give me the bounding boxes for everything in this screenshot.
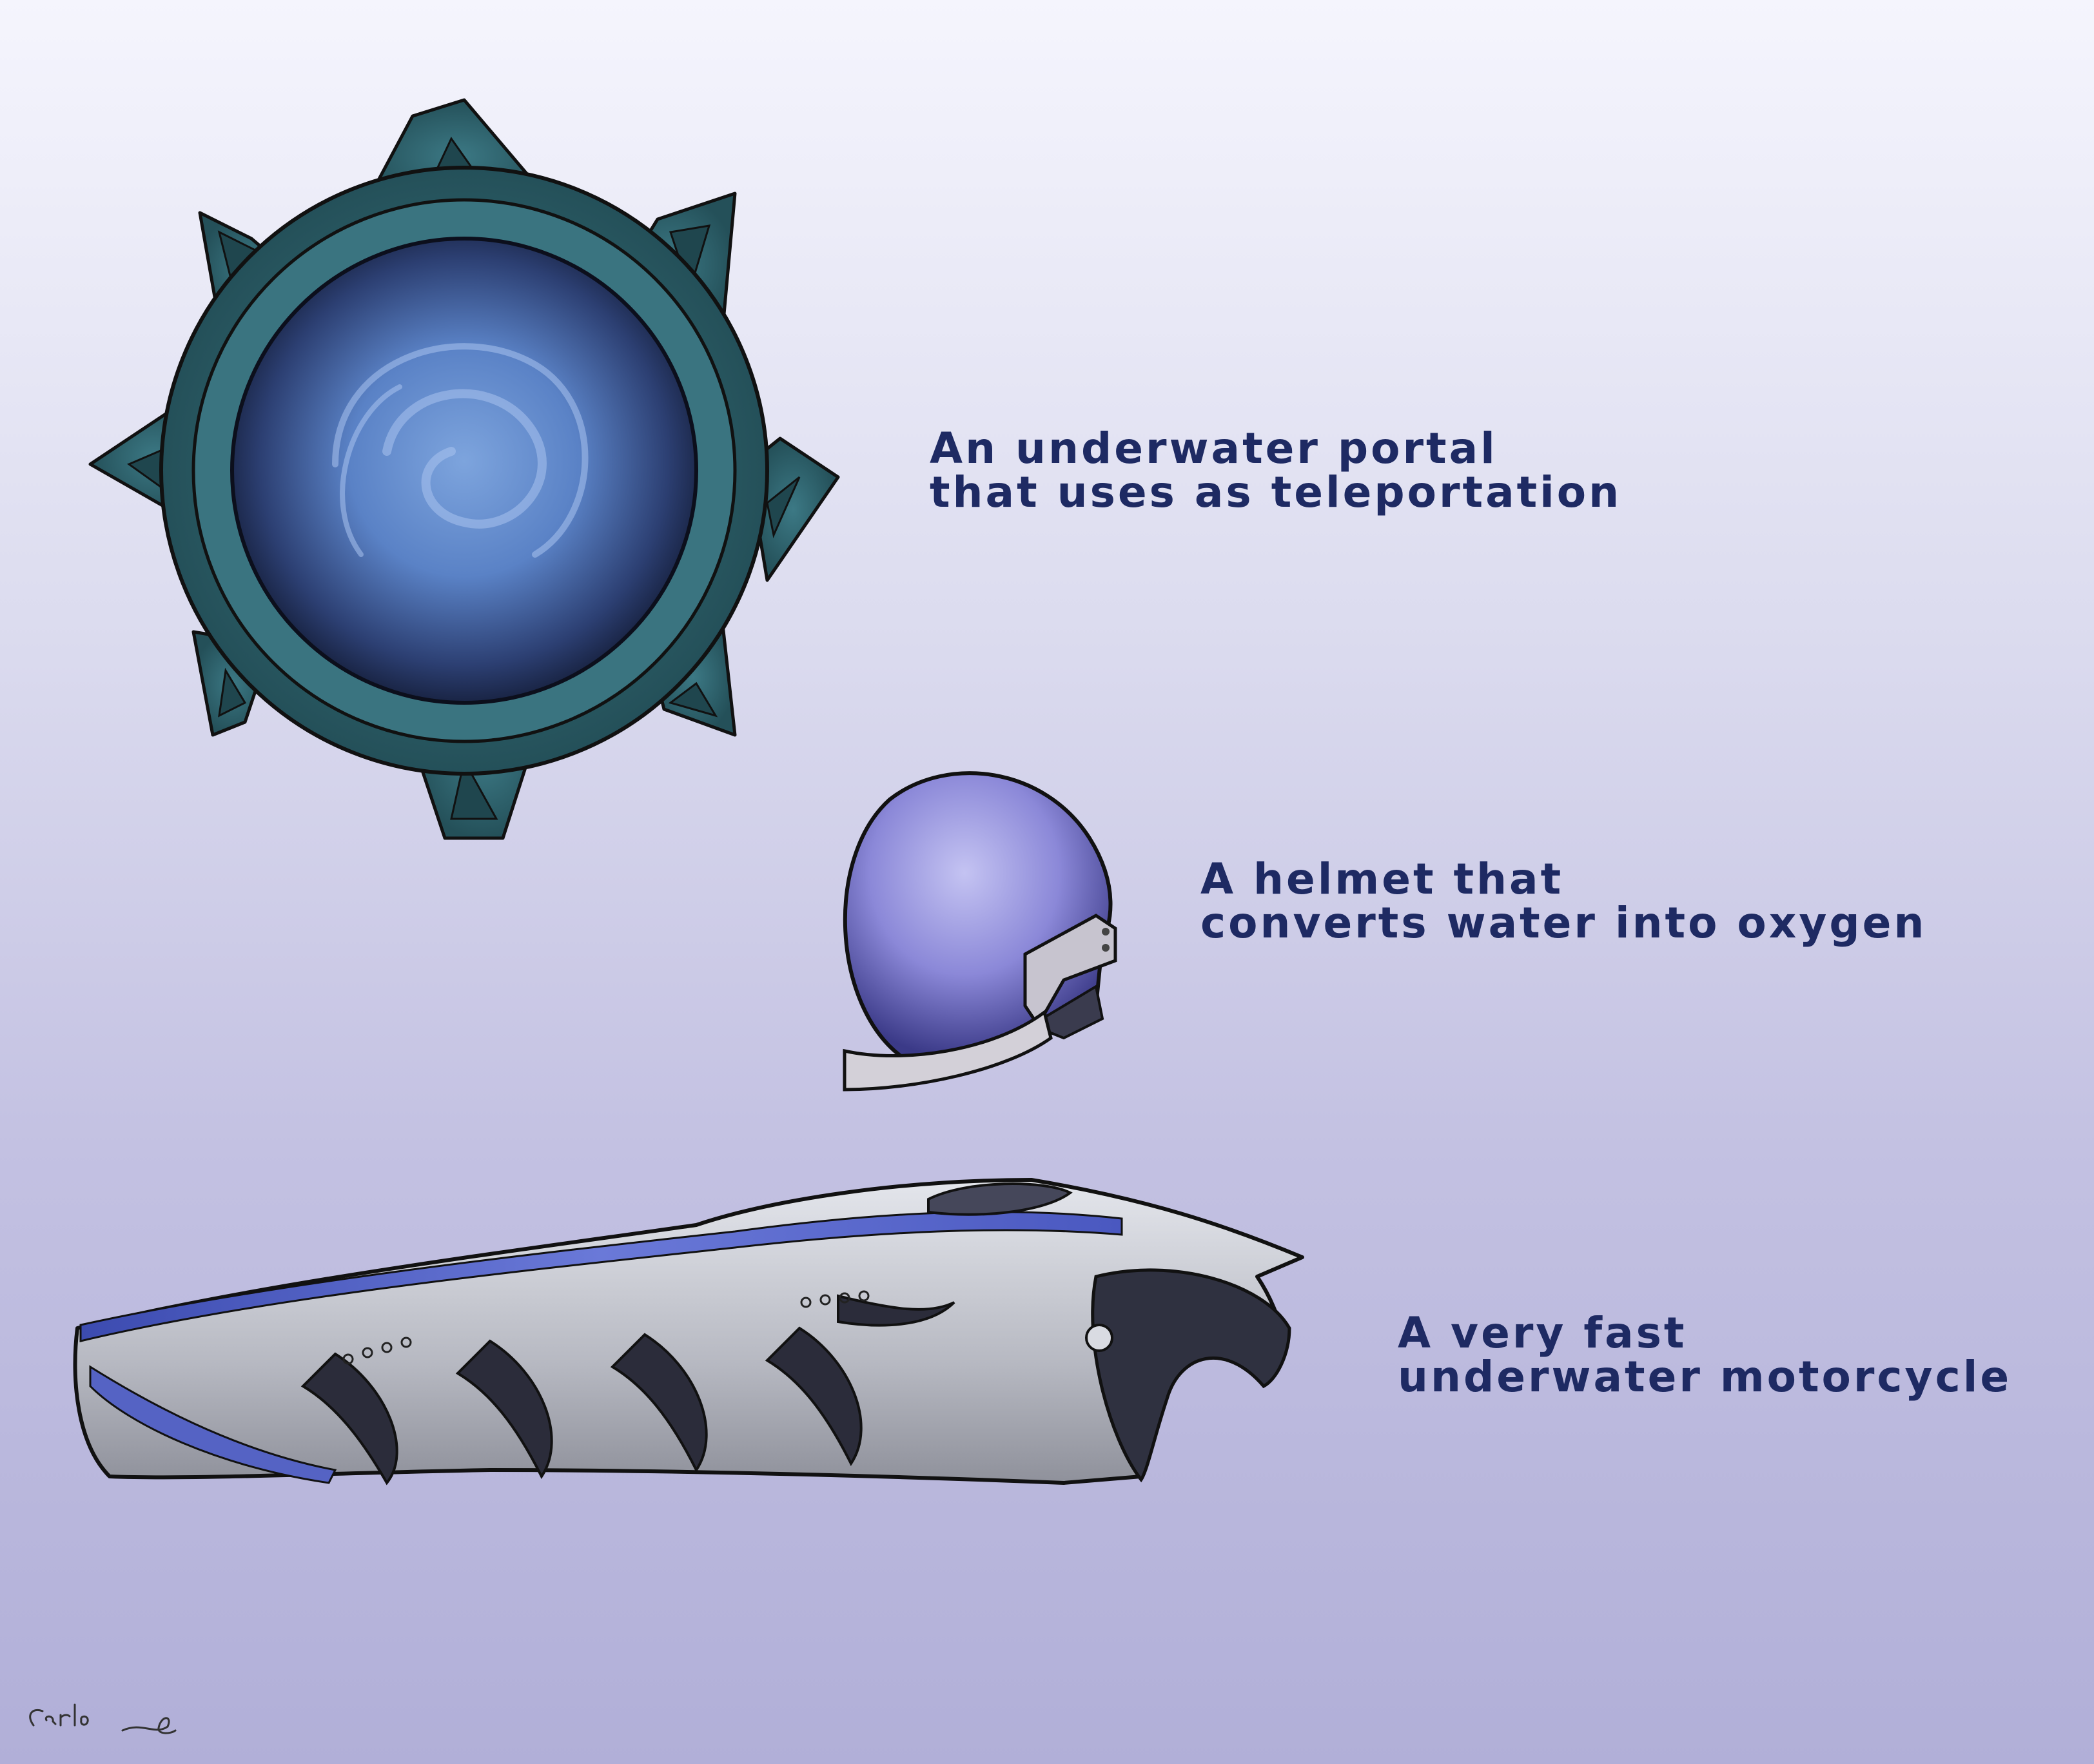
portal-vortex: [230, 237, 698, 705]
helmet-drawing: [843, 771, 1117, 1092]
helmet-rim: [843, 1009, 1053, 1092]
motorcycle-stripe: [79, 1211, 1123, 1342]
motorcycle-caption-line: underwater motorcycle: [1398, 1352, 2012, 1402]
portal-caption-line: An underwater portal: [930, 424, 1498, 473]
motorcycle-seat: [927, 1182, 1073, 1216]
motorcycle-caption: A very fast underwater motorcycle: [1398, 1311, 2011, 1399]
helmet-rear-band: [1023, 914, 1117, 1028]
portal-caption-line: that uses as teleportation: [930, 467, 1622, 517]
portal-caption: An underwater portal that uses as telepo…: [930, 427, 1621, 514]
motorcycle-drawing: [73, 1178, 1304, 1485]
helmet-caption-line: converts water into oxygen: [1200, 898, 1927, 948]
artist-signature: [29, 1703, 177, 1734]
motorcycle-caption-line: A very fast: [1398, 1308, 1687, 1358]
motorcycle-front-hook: [1091, 1268, 1291, 1483]
motorcycle-headlight: [1085, 1324, 1113, 1352]
portal-swirl: [332, 343, 589, 558]
motorcycle-lower-stripe: [89, 1365, 337, 1484]
helmet-rivet: [1102, 928, 1110, 936]
portal-drawing: [88, 98, 840, 840]
motorcycle-vents: [342, 1290, 870, 1365]
helmet-caption: A helmet that converts water into oxygen: [1200, 858, 1926, 945]
helmet-caption-line: A helmet that: [1200, 854, 1564, 904]
helmet-rivet: [1102, 944, 1110, 952]
motorcycle-fins: [300, 1294, 955, 1485]
